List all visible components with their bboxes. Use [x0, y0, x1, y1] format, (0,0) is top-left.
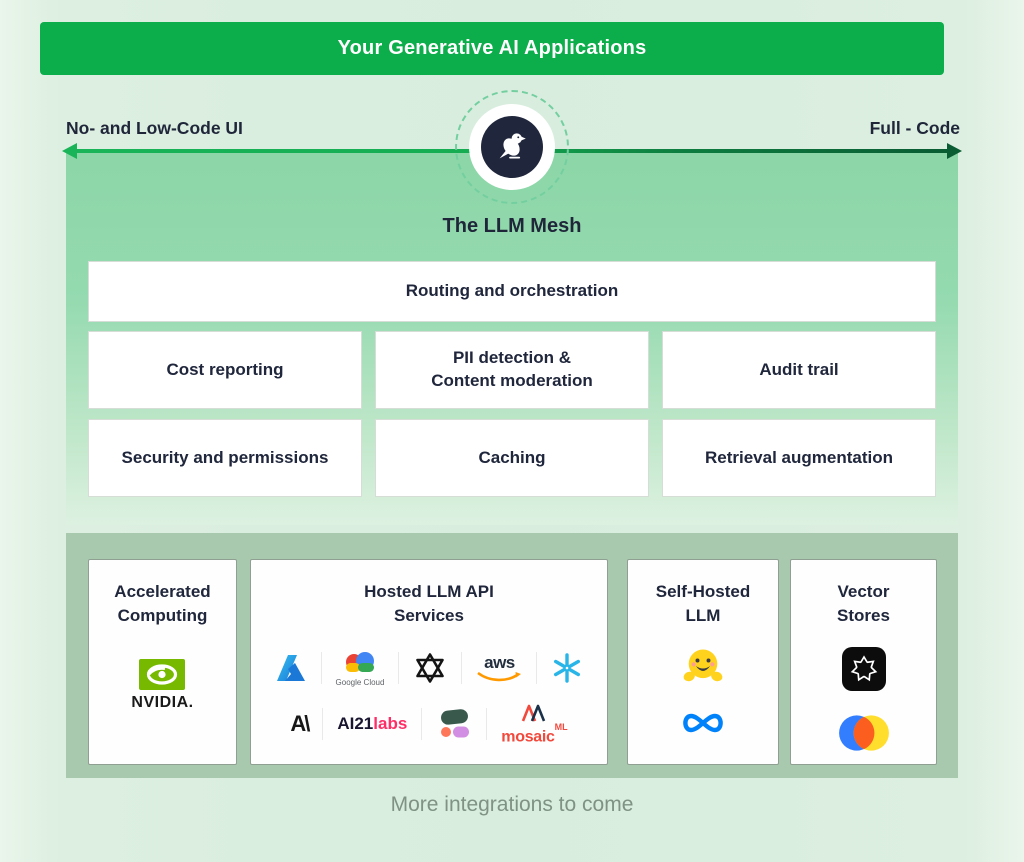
ai21-labs-text: labs	[373, 714, 408, 734]
card-title: Vector Stores	[837, 582, 890, 625]
audit-trail-box: Audit trail	[662, 331, 936, 409]
divider	[320, 652, 322, 685]
mosaic-ml-sup: ML	[554, 721, 568, 732]
more-integrations-note: More integrations to come	[390, 793, 634, 816]
bird-glyph	[499, 133, 526, 159]
ai21-text: AI21	[337, 714, 374, 734]
divider	[421, 708, 423, 741]
anthropic-wordmark: A\	[290, 711, 310, 737]
aws-wordmark: aws	[484, 652, 515, 672]
hosted-logos-row-2: A\ AI21labs	[251, 703, 607, 746]
ai21-wordmark: AI21labs	[337, 714, 407, 734]
cohere-icon	[441, 709, 470, 738]
divider	[322, 708, 324, 741]
card-title: Accelerated Computing	[114, 582, 211, 625]
mosaic-zigzag-icon	[521, 704, 546, 722]
azure-logo	[275, 653, 307, 683]
routing-orchestration-box: Routing and orchestration	[88, 261, 936, 322]
anthropic-logo: A\	[290, 711, 310, 737]
mosaic-wordmark: mosaicML	[501, 722, 567, 746]
self-hosted-llm-card: Self-Hosted LLM	[627, 559, 779, 765]
mesh-row-1: Routing and orchestration	[88, 261, 936, 322]
divider	[486, 708, 488, 741]
accelerated-computing-card: Accelerated Computing NVIDIA.	[88, 559, 237, 765]
mesh-row-2: Cost reporting PII detection & Content m…	[88, 331, 936, 409]
nvidia-logo: NVIDIA.	[131, 658, 193, 712]
google-cloud-caption: Google Cloud	[335, 677, 385, 687]
divider	[461, 652, 463, 685]
mosaicml-logo: mosaicML	[501, 703, 568, 746]
cohere-logo	[436, 707, 472, 741]
arrow-left-icon	[62, 143, 77, 159]
vector-stores-card: Vector Stores	[790, 559, 937, 765]
retrieval-augmentation-box: Retrieval augmentation	[662, 419, 936, 497]
openai-icon	[416, 653, 445, 683]
aws-smile-icon	[477, 671, 522, 681]
banner-title: Your Generative AI Applications	[337, 37, 647, 59]
divider	[536, 652, 538, 685]
ai21-labs-logo: AI21labs	[337, 714, 407, 734]
vector-store-logos	[837, 646, 891, 752]
hugging-face-icon	[683, 649, 723, 681]
aws-logo: aws	[476, 654, 522, 683]
pinecone-icon	[841, 646, 886, 691]
full-code-label: Full - Code	[869, 118, 960, 138]
hosted-llm-api-card: Hosted LLM API Services	[250, 559, 608, 765]
security-permissions-box: Security and permissions	[88, 419, 362, 497]
dataiku-medallion	[455, 90, 569, 204]
chroma-icon	[838, 714, 889, 751]
mosaic-text: mosaic	[501, 727, 555, 745]
nvidia-wordmark: NVIDIA.	[131, 693, 194, 711]
pii-content-moderation-box: PII detection & Content moderation	[375, 331, 649, 409]
divider	[398, 652, 400, 685]
snowflake-icon	[554, 653, 581, 683]
self-hosted-logos	[677, 646, 729, 738]
meta-icon	[683, 713, 723, 732]
cost-reporting-box: Cost reporting	[88, 331, 362, 409]
card-title: Hosted LLM API Services	[364, 582, 494, 625]
azure-icon	[276, 655, 305, 682]
arrow-right-icon	[947, 143, 962, 159]
dataiku-bird-icon	[481, 116, 543, 178]
generative-ai-applications-banner: Your Generative AI Applications	[40, 22, 944, 75]
caching-box: Caching	[375, 419, 649, 497]
card-title: Self-Hosted LLM	[655, 582, 751, 625]
snowflake-logo	[551, 652, 583, 684]
mesh-title: The LLM Mesh	[442, 215, 582, 237]
google-cloud-icon	[345, 651, 374, 672]
no-low-code-label: No- and Low-Code UI	[66, 118, 243, 138]
mesh-row-3: Security and permissions Caching Retriev…	[88, 419, 936, 497]
openai-logo	[413, 651, 447, 685]
llm-mesh-panel: The LLM Mesh Routing and orchestration C…	[66, 151, 958, 525]
hosted-logos-row-1: Google Cloud aws	[251, 650, 607, 687]
integrations-panel: Accelerated Computing NVIDIA. Hosted LLM…	[66, 533, 958, 778]
google-cloud-logo: Google Cloud	[335, 650, 385, 687]
nvidia-eye-icon	[139, 658, 186, 690]
